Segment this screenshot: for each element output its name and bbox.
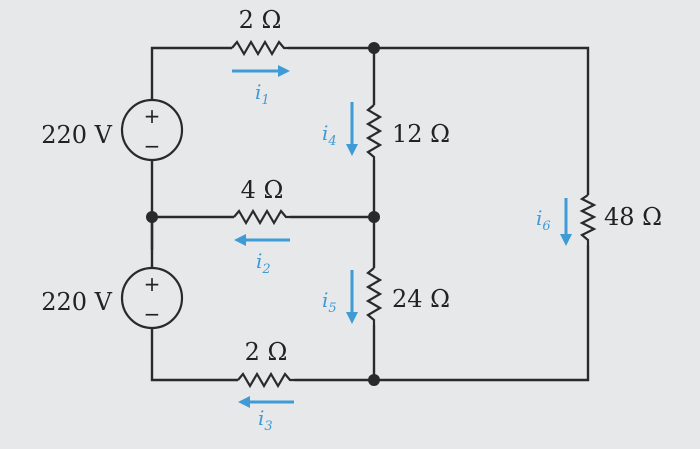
resistor-r3: 2 Ω [237,338,294,389]
resistor-r5: 24 Ω [365,267,450,325]
source-2-minus: − [144,302,161,326]
resistor-r4-zigzag [365,104,383,160]
source-2-circle [120,266,184,330]
voltage-source-1: + − 220 V [41,98,184,162]
resistor-r3-zigzag [237,371,294,389]
resistor-r5-value: 24 Ω [392,285,450,313]
resistor-r3-value: 2 Ω [245,338,288,366]
current-i3: i3 [238,396,294,434]
source-1-minus: − [144,134,161,158]
current-i1: i1 [232,65,290,108]
current-i6-arrow-head [560,234,572,246]
node-bottom-center [368,374,380,386]
current-i2: i2 [234,234,290,277]
resistor-r1: 2 Ω [231,6,288,57]
current-i1-sub: 1 [261,93,269,108]
current-i4-arrow-head [346,144,358,156]
source-2-plus: + [144,272,161,296]
left-wire-bottom [150,328,238,382]
current-i4-sub: 4 [327,134,336,149]
node-middle-center [368,211,380,223]
voltage-source-2: + − 220 V [41,266,184,330]
top-wire-right [288,46,590,195]
current-i4: i4 [322,102,358,156]
current-i6-base: i [536,206,542,230]
resistor-r4: 12 Ω [365,104,450,160]
current-i2-sub: 2 [261,262,270,277]
top-wire-left [150,46,232,100]
resistor-r2-value: 4 Ω [241,176,284,204]
resistor-r4-value: 12 Ω [392,120,450,148]
resistor-r2: 4 Ω [233,176,290,226]
resistor-r1-zigzag [231,39,288,57]
current-i1-base: i [255,80,261,104]
current-i6: i6 [536,198,572,246]
current-i6-sub: 6 [542,219,550,234]
current-i5-arrow-head [346,312,358,324]
current-i6-label: i6 [536,206,551,234]
resistor-r1-value: 2 Ω [239,6,282,34]
current-i5-base: i [322,288,328,312]
resistor-r2-zigzag [233,208,290,226]
current-i5: i5 [322,270,358,324]
current-i2-label: i2 [256,249,271,277]
current-i5-label: i5 [322,288,337,316]
resistor-r6-value: 48 Ω [604,203,662,231]
current-i3-label: i3 [258,406,273,434]
current-i3-arrow-head [238,396,250,408]
current-i2-base: i [256,249,262,273]
source-1-circle [120,98,184,162]
wires [150,46,590,382]
current-i3-base: i [258,406,264,430]
nodes [146,42,380,386]
resistor-r6: 48 Ω [579,194,662,245]
bottom-wire-right [294,245,590,382]
resistor-r6-zigzag [579,194,597,245]
current-i4-base: i [322,121,328,145]
current-i2-arrow-head [234,234,246,246]
node-middle-left [146,211,158,223]
source-2-value: 220 V [41,288,112,316]
current-i1-arrow-head [278,65,290,77]
current-i3-sub: 3 [264,419,272,434]
source-1-value: 220 V [41,121,112,149]
source-1-plus: + [144,104,161,128]
node-top-center [368,42,380,54]
current-i5-sub: 5 [328,301,336,316]
current-i1-label: i1 [255,80,270,108]
current-i4-label: i4 [322,121,337,149]
resistor-r5-zigzag [365,267,383,325]
